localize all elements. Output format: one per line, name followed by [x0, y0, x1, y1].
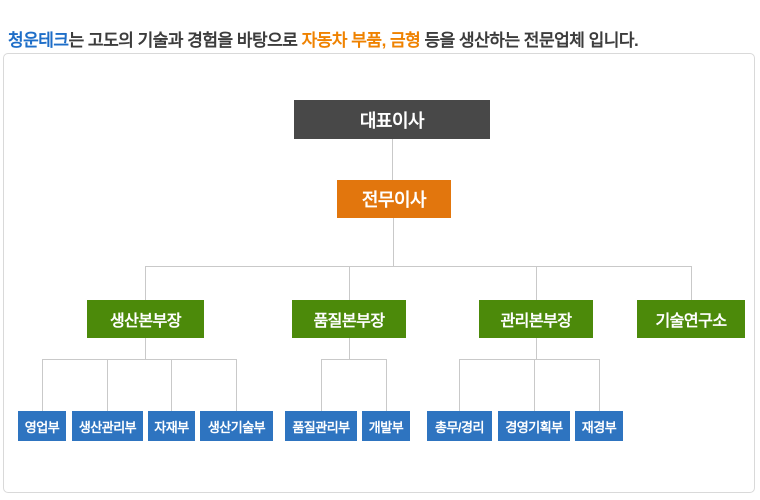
connector-drop-dept — [459, 359, 460, 411]
node-dept-sales: 영업부 — [18, 411, 66, 441]
node-tech-research-institute: 기술연구소 — [637, 300, 745, 338]
connector-drop-dept — [107, 359, 108, 411]
connector-feeder-quality — [349, 338, 350, 359]
node-dept-general-affairs: 총무/경리 — [427, 411, 492, 441]
connector-feeder-management — [536, 338, 537, 359]
connector-drop-dept — [534, 359, 535, 411]
connector-drop-dept — [236, 359, 237, 411]
connector-production-bus — [42, 359, 237, 360]
intro-text-mid: 는 고도의 기술과 경험을 바탕으로 — [68, 31, 302, 50]
node-dept-production-management: 생산관리부 — [72, 411, 143, 441]
connector-ceo-executive — [392, 139, 393, 180]
connector-drop-dept — [599, 359, 600, 411]
brand-name: 청운테크 — [8, 31, 69, 50]
connector-management-bus — [459, 359, 600, 360]
connector-drop-production — [145, 266, 146, 300]
connector-divisions-bus — [145, 266, 692, 267]
connector-drop-dept — [321, 359, 322, 411]
intro-text: 청운테크는 고도의 기술과 경험을 바탕으로 자동차 부품, 금형 등을 생산하… — [8, 26, 756, 51]
node-ceo: 대표이사 — [294, 100, 490, 139]
node-dept-materials: 자재부 — [148, 411, 195, 441]
connector-feeder-production — [145, 338, 146, 359]
node-executive-director: 전무이사 — [337, 180, 451, 218]
node-production-division: 생산본부장 — [87, 300, 204, 338]
connector-drop-dept — [171, 359, 172, 411]
node-management-division: 관리본부장 — [479, 300, 593, 338]
node-dept-finance: 재경부 — [575, 411, 623, 441]
intro-text-end: 등을 생산하는 전문업체 입니다. — [420, 31, 639, 50]
node-dept-development: 개발부 — [362, 411, 410, 441]
intro-highlight: 자동차 부품, 금형 — [301, 31, 421, 50]
connector-drop-quality — [349, 266, 350, 300]
connector-quality-bus — [321, 359, 387, 360]
node-quality-division: 품질본부장 — [292, 300, 406, 338]
connector-executive-bus — [393, 218, 394, 266]
node-dept-production-engineering: 생산기술부 — [200, 411, 273, 441]
connector-drop-management — [536, 266, 537, 300]
node-dept-quality-control: 품질관리부 — [285, 411, 357, 441]
connector-drop-dept — [42, 359, 43, 411]
connector-drop-research — [691, 266, 692, 300]
connector-drop-dept — [386, 359, 387, 411]
node-dept-business-planning: 경영기획부 — [498, 411, 570, 441]
